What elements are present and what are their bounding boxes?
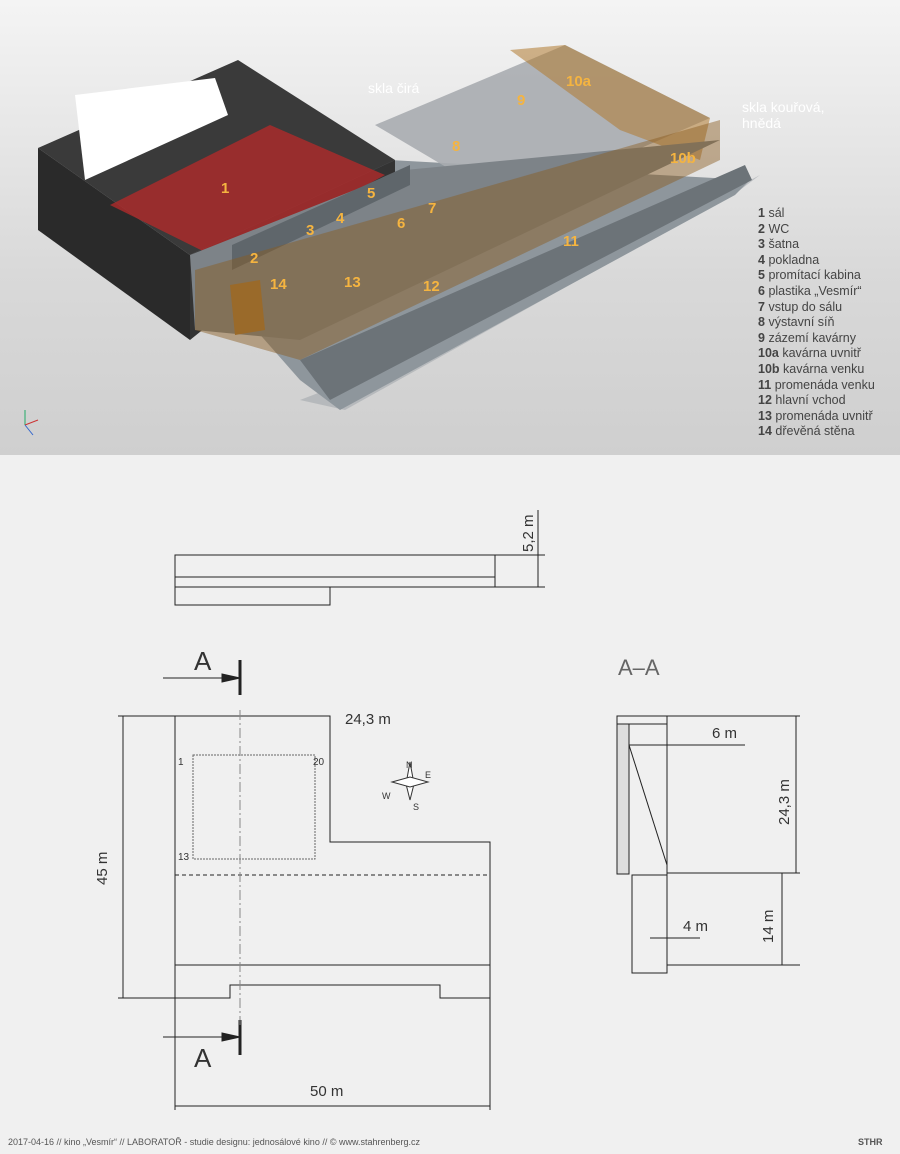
room-label-2: 2 [250, 250, 259, 267]
legend-number: 2 [758, 221, 765, 236]
section-title: A–A [618, 655, 660, 680]
legend-number: 6 [758, 283, 765, 298]
compass-s: S [413, 802, 420, 812]
legend-text: promítací kabina [768, 268, 861, 283]
section-mark-label-top: A [194, 646, 212, 676]
section-dim-4: 4 m [683, 918, 709, 935]
compass-n: N [406, 760, 413, 770]
legend-number: 14 [758, 424, 772, 439]
legend-number: 5 [758, 268, 765, 283]
plan-width-dim: 50 m [310, 1083, 344, 1100]
room-label-10b: 10b [670, 150, 696, 167]
section-dim-14: 14 m [760, 909, 777, 943]
legend-number: 9 [758, 330, 765, 345]
legend-item: 1 sál [758, 206, 875, 222]
footer-credits: 2017-04-16 // kino „Vesmír“ // LABORATOŘ… [8, 1137, 420, 1147]
legend-item: 2 WC [758, 222, 875, 238]
legend-item: 3 šatna [758, 237, 875, 253]
legend-text: WC [768, 221, 790, 236]
legend-item: 4 pokladna [758, 253, 875, 269]
room-label-13: 13 [344, 274, 361, 291]
room-label-11: 11 [563, 233, 579, 250]
legend-text: výstavní síň [768, 315, 835, 330]
legend-number: 8 [758, 315, 765, 330]
legend-number: 13 [758, 408, 772, 423]
room-label-10a: 10a [566, 73, 592, 90]
legend-number: 10a [758, 346, 779, 361]
legend-item: 14 dřevěná stěna [758, 424, 875, 440]
promenade-glass [195, 120, 720, 360]
room-label-3: 3 [306, 222, 315, 239]
section-dim-24-3: 24,3 m [776, 779, 793, 825]
legend-number: 4 [758, 252, 765, 267]
floor-plan [118, 710, 491, 1110]
legend-text: šatna [768, 237, 800, 252]
legend-number: 1 [758, 206, 765, 220]
room-label-1: 1 [221, 180, 230, 197]
section-drawing [616, 715, 800, 974]
legend-text: kavárna uvnitř [782, 346, 861, 361]
technical-drawings: 5,2 m A A 24,3 m 45 m 50 m 1 20 13 N E S… [0, 455, 900, 1154]
legend-text: hlavní vchod [775, 393, 846, 408]
room-label-9: 9 [517, 92, 526, 109]
legend-number: 11 [758, 377, 772, 392]
legend-item: 11 promenáda venku [758, 378, 875, 394]
seat-number-20: 20 [313, 757, 325, 768]
compass-w: W [382, 791, 391, 801]
cafe-glass [510, 45, 710, 160]
elevation-drawing [174, 510, 545, 606]
legend-item: 10a kavárna uvnitř [758, 346, 875, 362]
building-model [24, 45, 760, 436]
signature: STHR [858, 1137, 883, 1147]
section-mark-top [163, 660, 242, 695]
legend-text: plastika „Vesmír“ [768, 283, 862, 298]
legend-item: 7 vstup do sálu [758, 300, 875, 316]
elevation-height-dim: 5,2 m [520, 514, 537, 552]
legend-text: kavárna venku [783, 361, 865, 376]
legend-number: 7 [758, 299, 765, 314]
legend-text: vstup do sálu [768, 299, 843, 314]
room-label-12: 12 [423, 278, 440, 295]
legend-item: 12 hlavní vchod [758, 393, 875, 409]
legend-text: promenáda uvnitř [775, 408, 873, 423]
compass-e: E [425, 770, 432, 780]
room-label-14: 14 [270, 276, 287, 293]
legend-text: dřevěná stěna [775, 424, 855, 439]
wooden-wall [230, 280, 265, 335]
compass-rose [390, 761, 430, 801]
legend-number: 3 [758, 237, 765, 252]
room-label-6: 6 [397, 215, 406, 232]
legend-number: 10b [758, 361, 780, 376]
room-label-7: 7 [428, 200, 437, 217]
room-label-8: 8 [452, 138, 461, 155]
seating [110, 125, 385, 262]
section-mark-label-bottom: A [194, 1043, 212, 1073]
section-dim-6: 6 m [712, 725, 738, 742]
legend-number: 12 [758, 393, 772, 408]
legend-item: 13 promenáda uvnitř [758, 409, 875, 425]
legend-item: 6 plastika „Vesmír“ [758, 284, 875, 300]
legend-item: 5 promítací kabina [758, 268, 875, 284]
legend-text: promenáda venku [774, 377, 875, 392]
section-mark-bottom [163, 1020, 242, 1055]
legend-item: 8 výstavní síň [758, 315, 875, 331]
room-label-4: 4 [336, 210, 345, 227]
plan-width-top-dim: 24,3 m [345, 711, 391, 728]
legend-text: zázemí kavárny [768, 330, 856, 345]
3d-render: 1 2 3 4 5 6 7 8 9 10a 10b 11 12 13 14 sk… [0, 0, 900, 455]
legend-text: sál [768, 206, 785, 220]
legend-item: 9 zázemí kavárny [758, 331, 875, 347]
cinema-screen [75, 78, 228, 180]
legend-item: 10b kavárna venku [758, 362, 875, 378]
clear-glass-annotation: skla čirá [368, 80, 420, 96]
row-number-13: 13 [178, 852, 190, 863]
room-label-5: 5 [367, 185, 376, 202]
smoked-glass-annotation: skla kouřová, hnědá [742, 99, 825, 131]
plan-depth-dim: 45 m [94, 851, 111, 885]
legend-text: pokladna [768, 252, 820, 267]
seat-number-1: 1 [178, 757, 184, 768]
